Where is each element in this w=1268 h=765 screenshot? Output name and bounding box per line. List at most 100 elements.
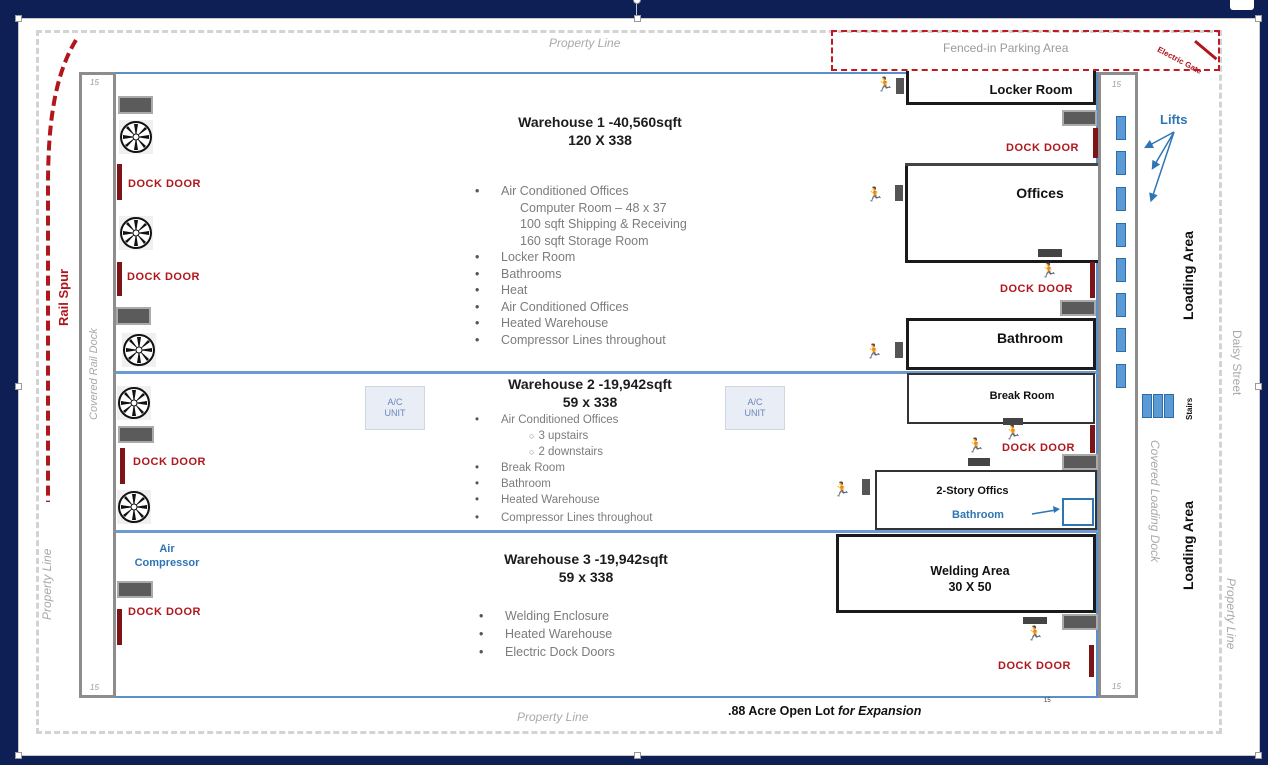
fan-icon xyxy=(122,333,156,367)
feature-item: Bathrooms xyxy=(475,266,687,283)
feature-item: Compressor Lines throughout xyxy=(475,510,652,526)
exit-door xyxy=(968,458,990,466)
dock-door-label: DOCK DOOR xyxy=(1002,442,1075,454)
dock-equipment xyxy=(117,581,153,598)
feature-item: Electric Dock Doors xyxy=(479,643,615,661)
warehouse1-size: 120 X 338 xyxy=(568,132,632,148)
stairs-step xyxy=(1164,394,1174,418)
exit-icon: 🏃 xyxy=(865,343,883,359)
warehouse1-features: Air Conditioned Offices Computer Room – … xyxy=(475,183,687,349)
stairs-label: Stairs xyxy=(1185,397,1194,420)
feature-item: Heat xyxy=(475,282,687,299)
feature-subitem: Computer Room – 48 x 37 xyxy=(520,200,667,215)
open-lot-note: .88 Acre Open Lot for Expansion xyxy=(728,704,922,718)
exit-door xyxy=(1038,249,1062,257)
resize-handle-top-right[interactable] xyxy=(1255,15,1262,22)
dim-15-bottom-right: 15 xyxy=(1112,682,1121,691)
fan-icon xyxy=(119,120,153,154)
rail-spur-line xyxy=(46,38,78,502)
exit-icon: 🏃 xyxy=(866,186,884,202)
dock-door-label: DOCK DOOR xyxy=(127,271,200,283)
warehouse3-title: Warehouse 3 -19,942sqft xyxy=(504,551,668,567)
dock-equipment xyxy=(116,307,151,325)
resize-handle-right[interactable] xyxy=(1255,383,1262,390)
covered-rail-dock xyxy=(79,72,116,698)
feature-subitem: 100 sqft Shipping & Receiving xyxy=(520,217,687,231)
dim-15-bottom-note: 15 xyxy=(1044,698,1051,704)
exit-door xyxy=(896,78,904,94)
daisy-street-label: Daisy Street xyxy=(1230,330,1244,396)
lift xyxy=(1116,151,1126,175)
resize-handle-left[interactable] xyxy=(15,383,22,390)
resize-handle-bottom[interactable] xyxy=(634,752,641,759)
fenced-parking-label: Fenced-in Parking Area xyxy=(943,41,1069,55)
lift xyxy=(1116,223,1126,247)
dock-door-label: DOCK DOOR xyxy=(998,660,1071,672)
circle-bullet-icon: ○ xyxy=(529,431,535,441)
dock-door-marker xyxy=(117,609,122,645)
break-room-label: Break Room xyxy=(989,390,1055,402)
feature-item: Bathroom xyxy=(475,476,653,492)
dock-door-label: DOCK DOOR xyxy=(128,178,201,190)
loading-area-label-2: Loading Area xyxy=(1180,501,1196,590)
warehouse-divider-2 xyxy=(116,530,1098,533)
dock-door-marker xyxy=(117,262,122,296)
exit-door xyxy=(862,479,870,495)
two-story-offices-label: 2-Story Offics xyxy=(936,485,1009,497)
dim-15-top-right: 15 xyxy=(1112,80,1121,89)
feature-item: Locker Room xyxy=(475,249,687,266)
feature-item: Compressor Lines throughout xyxy=(475,332,687,349)
welding-area xyxy=(836,534,1096,613)
fan-icon xyxy=(117,386,151,420)
warehouse2-size: 59 x 338 xyxy=(562,394,618,410)
dock-equipment xyxy=(118,96,153,114)
resize-handle-bottom-left[interactable] xyxy=(15,752,22,759)
dock-equipment xyxy=(1060,300,1096,316)
lift xyxy=(1116,364,1126,388)
dock-door-marker xyxy=(117,164,122,200)
exit-door xyxy=(895,185,903,201)
lift xyxy=(1116,116,1126,140)
locker-room xyxy=(906,71,1096,105)
bathroom-small-room xyxy=(1062,498,1094,526)
exit-icon: 🏃 xyxy=(876,76,894,92)
dock-equipment xyxy=(1062,614,1098,630)
warehouse1-title: Warehouse 1 -40,560sqft xyxy=(518,114,682,130)
property-line-bottom: Property Line xyxy=(517,710,589,724)
feature-subitem: ○2 downstairs xyxy=(529,446,603,458)
fenced-parking-area xyxy=(831,30,1220,71)
covered-loading-dock-label: Covered Loading Dock xyxy=(1148,440,1162,563)
lifts-label: Lifts xyxy=(1160,112,1188,127)
offices-label: Offices xyxy=(1016,185,1064,201)
dock-door-marker xyxy=(1089,645,1094,677)
warehouse-divider-1 xyxy=(116,371,1098,374)
dock-door-label: DOCK DOOR xyxy=(133,456,206,468)
dock-equipment xyxy=(1062,110,1097,126)
dock-equipment xyxy=(1062,454,1098,470)
feature-item: Air Conditioned Offices xyxy=(475,299,687,316)
break-room xyxy=(907,373,1095,424)
stairs-step xyxy=(1153,394,1163,418)
resize-handle-top-left[interactable] xyxy=(15,15,22,22)
resize-handle-bottom-right[interactable] xyxy=(1255,752,1262,759)
warehouse2-features: Air Conditioned Offices ○3 upstairs ○2 d… xyxy=(475,412,653,526)
feature-item: Break Room xyxy=(475,460,653,476)
fan-icon xyxy=(119,216,153,250)
exit-icon: 🏃 xyxy=(1026,625,1044,641)
dock-equipment xyxy=(118,426,154,443)
lift xyxy=(1116,328,1126,352)
exit-icon: 🏃 xyxy=(833,481,851,497)
stairs-step xyxy=(1142,394,1152,418)
bathroom-room xyxy=(906,318,1096,370)
feature-item: Air Conditioned Offices xyxy=(475,412,653,428)
bathroom-arrow xyxy=(1031,506,1060,515)
resize-handle-top[interactable] xyxy=(634,15,641,22)
layout-options-icon[interactable] xyxy=(1230,0,1254,10)
property-line-border xyxy=(36,30,1222,734)
two-story-offices xyxy=(875,470,1097,530)
rotate-handle[interactable] xyxy=(633,0,641,4)
bathroom-small-label: Bathroom xyxy=(952,509,1004,521)
exit-icon: 🏃 xyxy=(1040,262,1058,278)
